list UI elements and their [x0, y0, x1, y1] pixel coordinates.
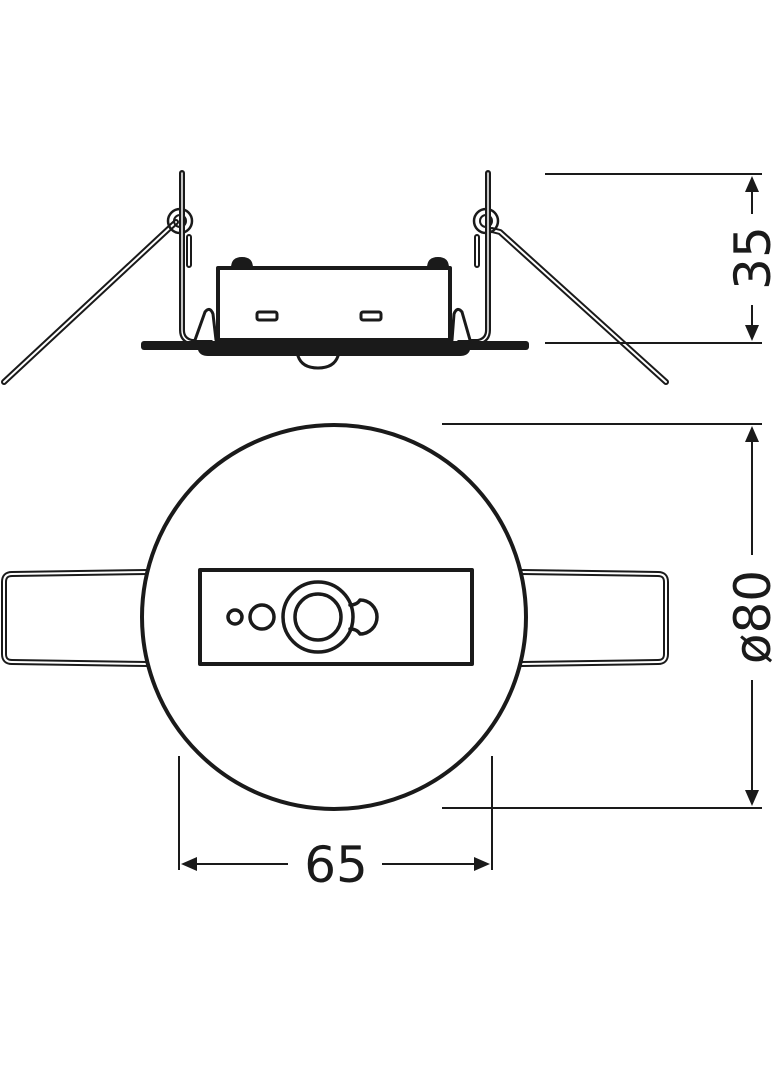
- dimension-diameter: ø80: [442, 423, 782, 809]
- sensor-housing: [216, 266, 452, 342]
- sensor-lens-dome: [296, 354, 340, 370]
- indicator-small: [226, 608, 244, 626]
- light-sensor-lobe: [348, 598, 379, 636]
- top-view: [1, 423, 669, 811]
- right-spring-clip: [472, 207, 669, 385]
- dimension-cutout: 65: [178, 756, 493, 894]
- left-spring-clip: [1, 207, 194, 385]
- left-latch: [193, 307, 218, 342]
- housing-slot-left: [255, 310, 279, 322]
- dimension-label-cutout: 65: [304, 836, 368, 894]
- sensor-body-circle: [140, 423, 528, 811]
- dimension-label-height: 35: [724, 226, 782, 290]
- dimension-label-diameter: ø80: [724, 570, 782, 664]
- flange-body: [198, 345, 470, 356]
- dimension-height: 35: [545, 173, 782, 344]
- indicator-medium: [248, 603, 276, 631]
- right-latch: [450, 307, 472, 342]
- sensor-window: [198, 568, 474, 666]
- lens-outer-ring: [281, 580, 355, 654]
- right-clip-loop: [519, 569, 669, 667]
- side-view: [1, 170, 669, 385]
- left-clip-loop: [1, 569, 151, 667]
- housing-slot-right: [359, 310, 383, 322]
- lens-inner: [293, 592, 343, 642]
